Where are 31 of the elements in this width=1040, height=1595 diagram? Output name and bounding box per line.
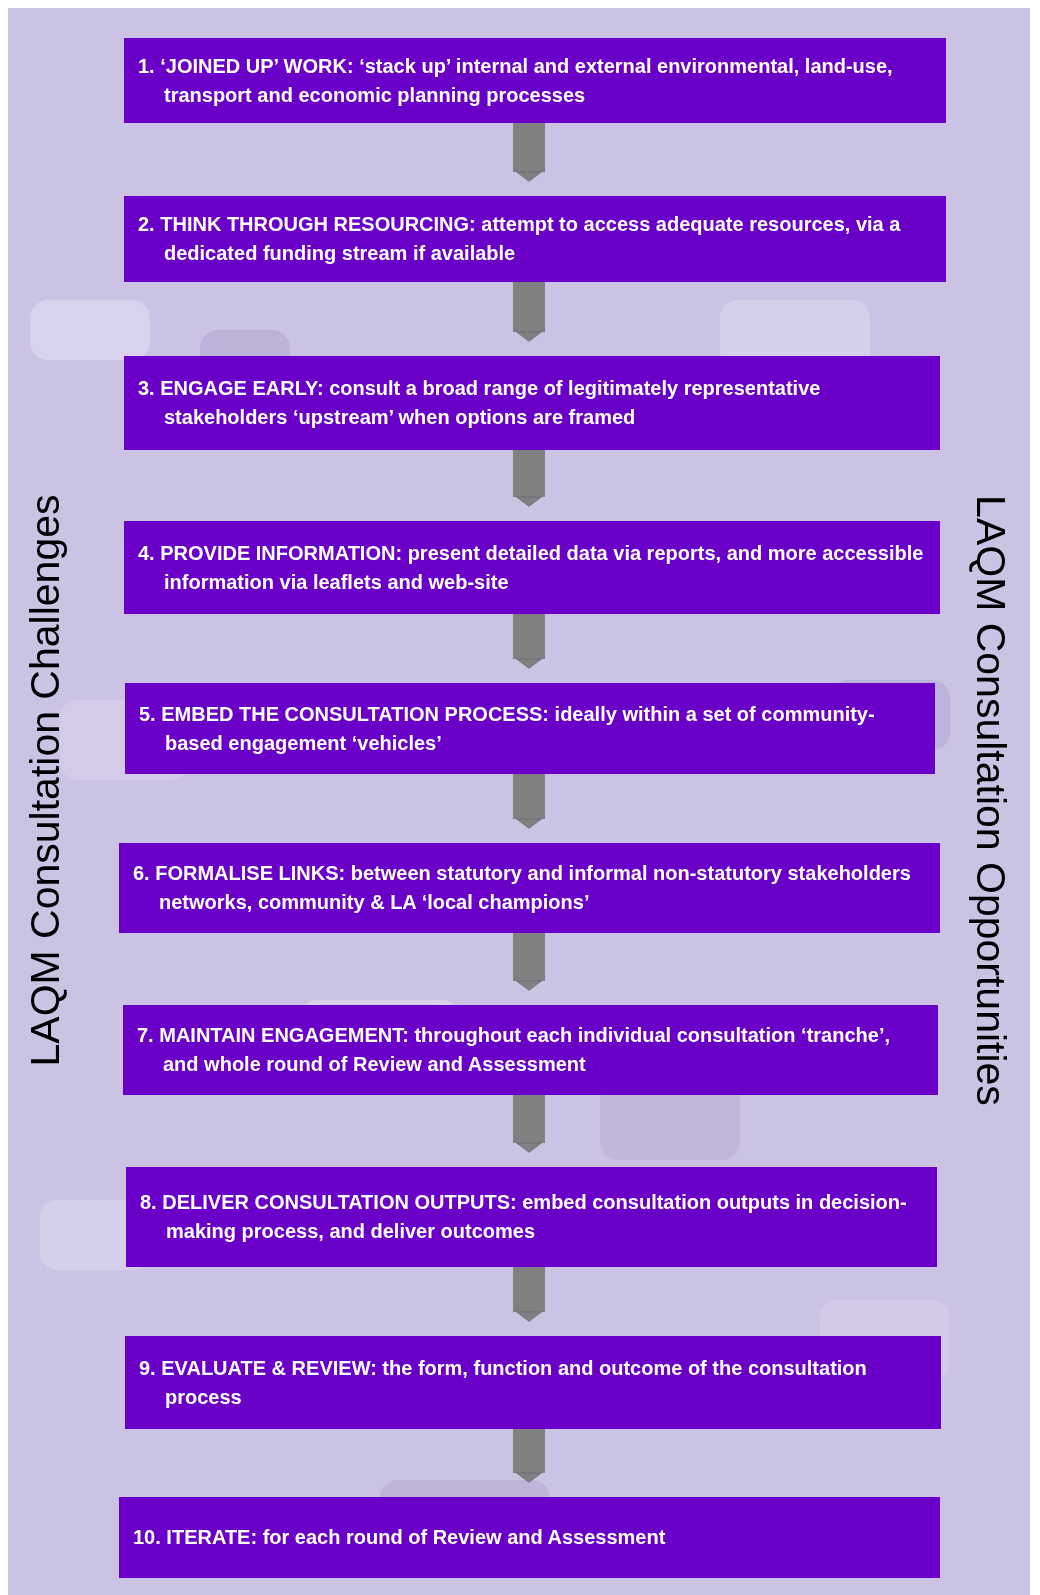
step-box [119, 843, 940, 933]
side-title: LAQM Consultation Challenges [24, 494, 66, 1066]
block-arrow [513, 933, 545, 991]
block-arrow [513, 450, 545, 507]
step-box [126, 1167, 937, 1267]
step-text: 3. ENGAGE EARLY: consult a broad range of legitimately representative stakeholders ‘upstream’ when options are framed [138, 376, 822, 430]
block-arrow [513, 1267, 545, 1322]
step-box [124, 196, 946, 282]
step-text: 1. ‘JOINED UP’ WORK: ‘stack up’ internal and external environmental, land-use, transport and economic planning processes [138, 53, 894, 108]
step-box [124, 356, 940, 450]
step-text: 8. DELIVER CONSULTATION OUTPUTS: embed consultation outputs in decision-making process, and deliver outcomes [140, 1190, 908, 1244]
block-arrow [513, 614, 545, 669]
step-text: 9. EVALUATE & REVIEW: the form, function and outcome of the consultation process [139, 1355, 868, 1410]
step-box [125, 683, 935, 774]
block-arrow [513, 282, 545, 342]
step-text: 10. ITERATE: for each round of Review and Assessment [133, 1525, 666, 1550]
step-text: 6. FORMALISE LINKS: between statutory and informal non-statutory stakeholders networks, community & LA ‘local champions’ [133, 861, 912, 915]
side-title: LAQM Consultation Opportunities [969, 494, 1011, 1106]
step-text: 5. EMBED THE CONSULTATION PROCESS: ideally within a set of community-based engagement ‘vehicles’ [139, 701, 876, 756]
step-box [123, 1005, 938, 1095]
block-arrow [513, 1095, 545, 1153]
step-text: 4. PROVIDE INFORMATION: present detailed data via reports, and more accessible information via leaflets and web-site [138, 540, 925, 595]
step-box [124, 521, 940, 614]
step-text: 7. MAINTAIN ENGAGEMENT: throughout each individual consultation ‘tranche’, and whole round of Review and Assessment [137, 1023, 891, 1077]
block-arrow [513, 774, 545, 829]
step-box [124, 38, 946, 123]
step-box [119, 1497, 940, 1578]
step-text: 2. THINK THROUGH RESOURCING: attempt to access adequate resources, via a dedicated funding stream if available [138, 212, 902, 266]
block-arrow [513, 1429, 545, 1483]
block-arrow [513, 123, 545, 182]
step-box [125, 1336, 941, 1429]
